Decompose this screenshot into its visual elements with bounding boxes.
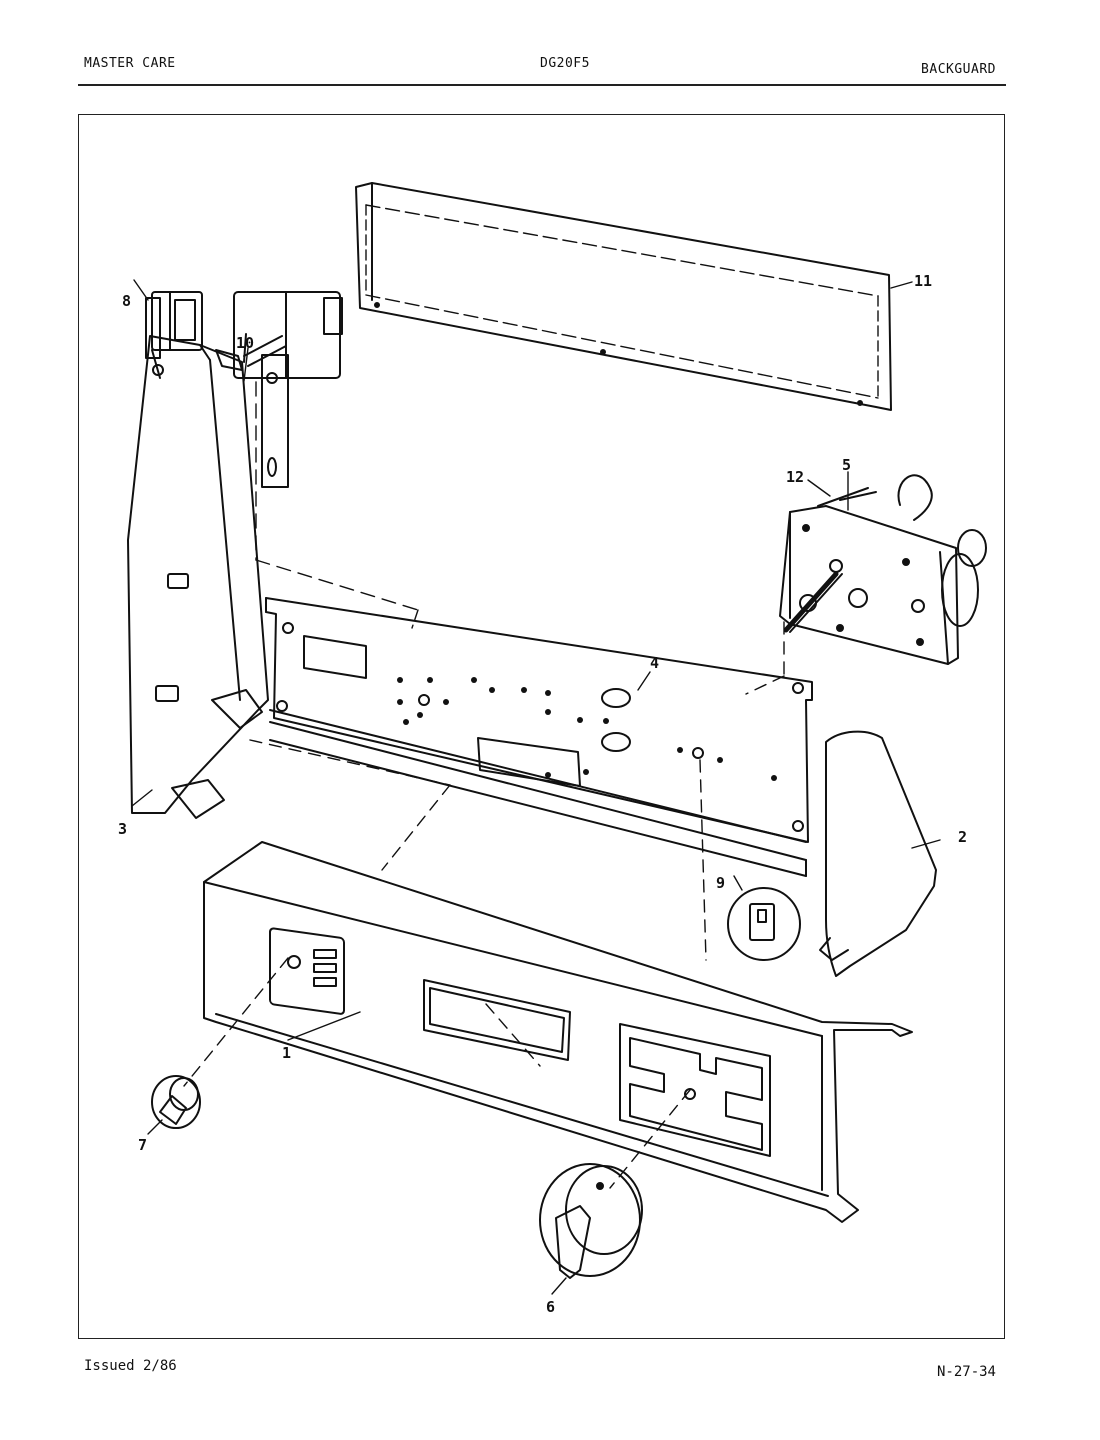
callout-4: 4 [650,654,659,672]
callout-7: 7 [138,1136,147,1154]
diagram-frame [78,114,1005,1339]
part-9-clip [727,875,801,961]
part-7-push-button [147,1075,201,1135]
callout-10: 10 [236,334,254,352]
leader-lines [183,621,785,1189]
callout-11: 11 [914,272,932,290]
callout-5: 5 [842,456,851,474]
header-left-text: MASTER CARE [84,56,176,71]
footer-page-code: N-27-34 [936,1364,996,1380]
header-section-title: BACKGUARD [921,62,996,77]
callout-8: 8 [122,292,131,310]
part-4-control-panel [265,597,813,877]
header-rule [78,84,1006,86]
part-1-console [203,841,913,1223]
part-5-timer [779,471,987,665]
part-6-timer-knob [539,1163,643,1295]
callout-1: 1 [282,1044,291,1062]
callout-3: 3 [118,820,127,838]
part-2-right-end-cap [819,730,941,977]
callout-2: 2 [958,828,967,846]
footer-issue-date: Issued 2/86 [84,1358,177,1374]
part-11-trim-strip [355,182,913,411]
callout-6: 6 [546,1298,555,1316]
part-8-switch [133,279,203,379]
callout-12: 12 [786,468,804,486]
part-10-selector-switch [233,291,419,629]
part-3-left-end-cap [127,335,269,819]
callout-9: 9 [716,874,725,892]
header-model-number: DG20F5 [540,56,590,71]
